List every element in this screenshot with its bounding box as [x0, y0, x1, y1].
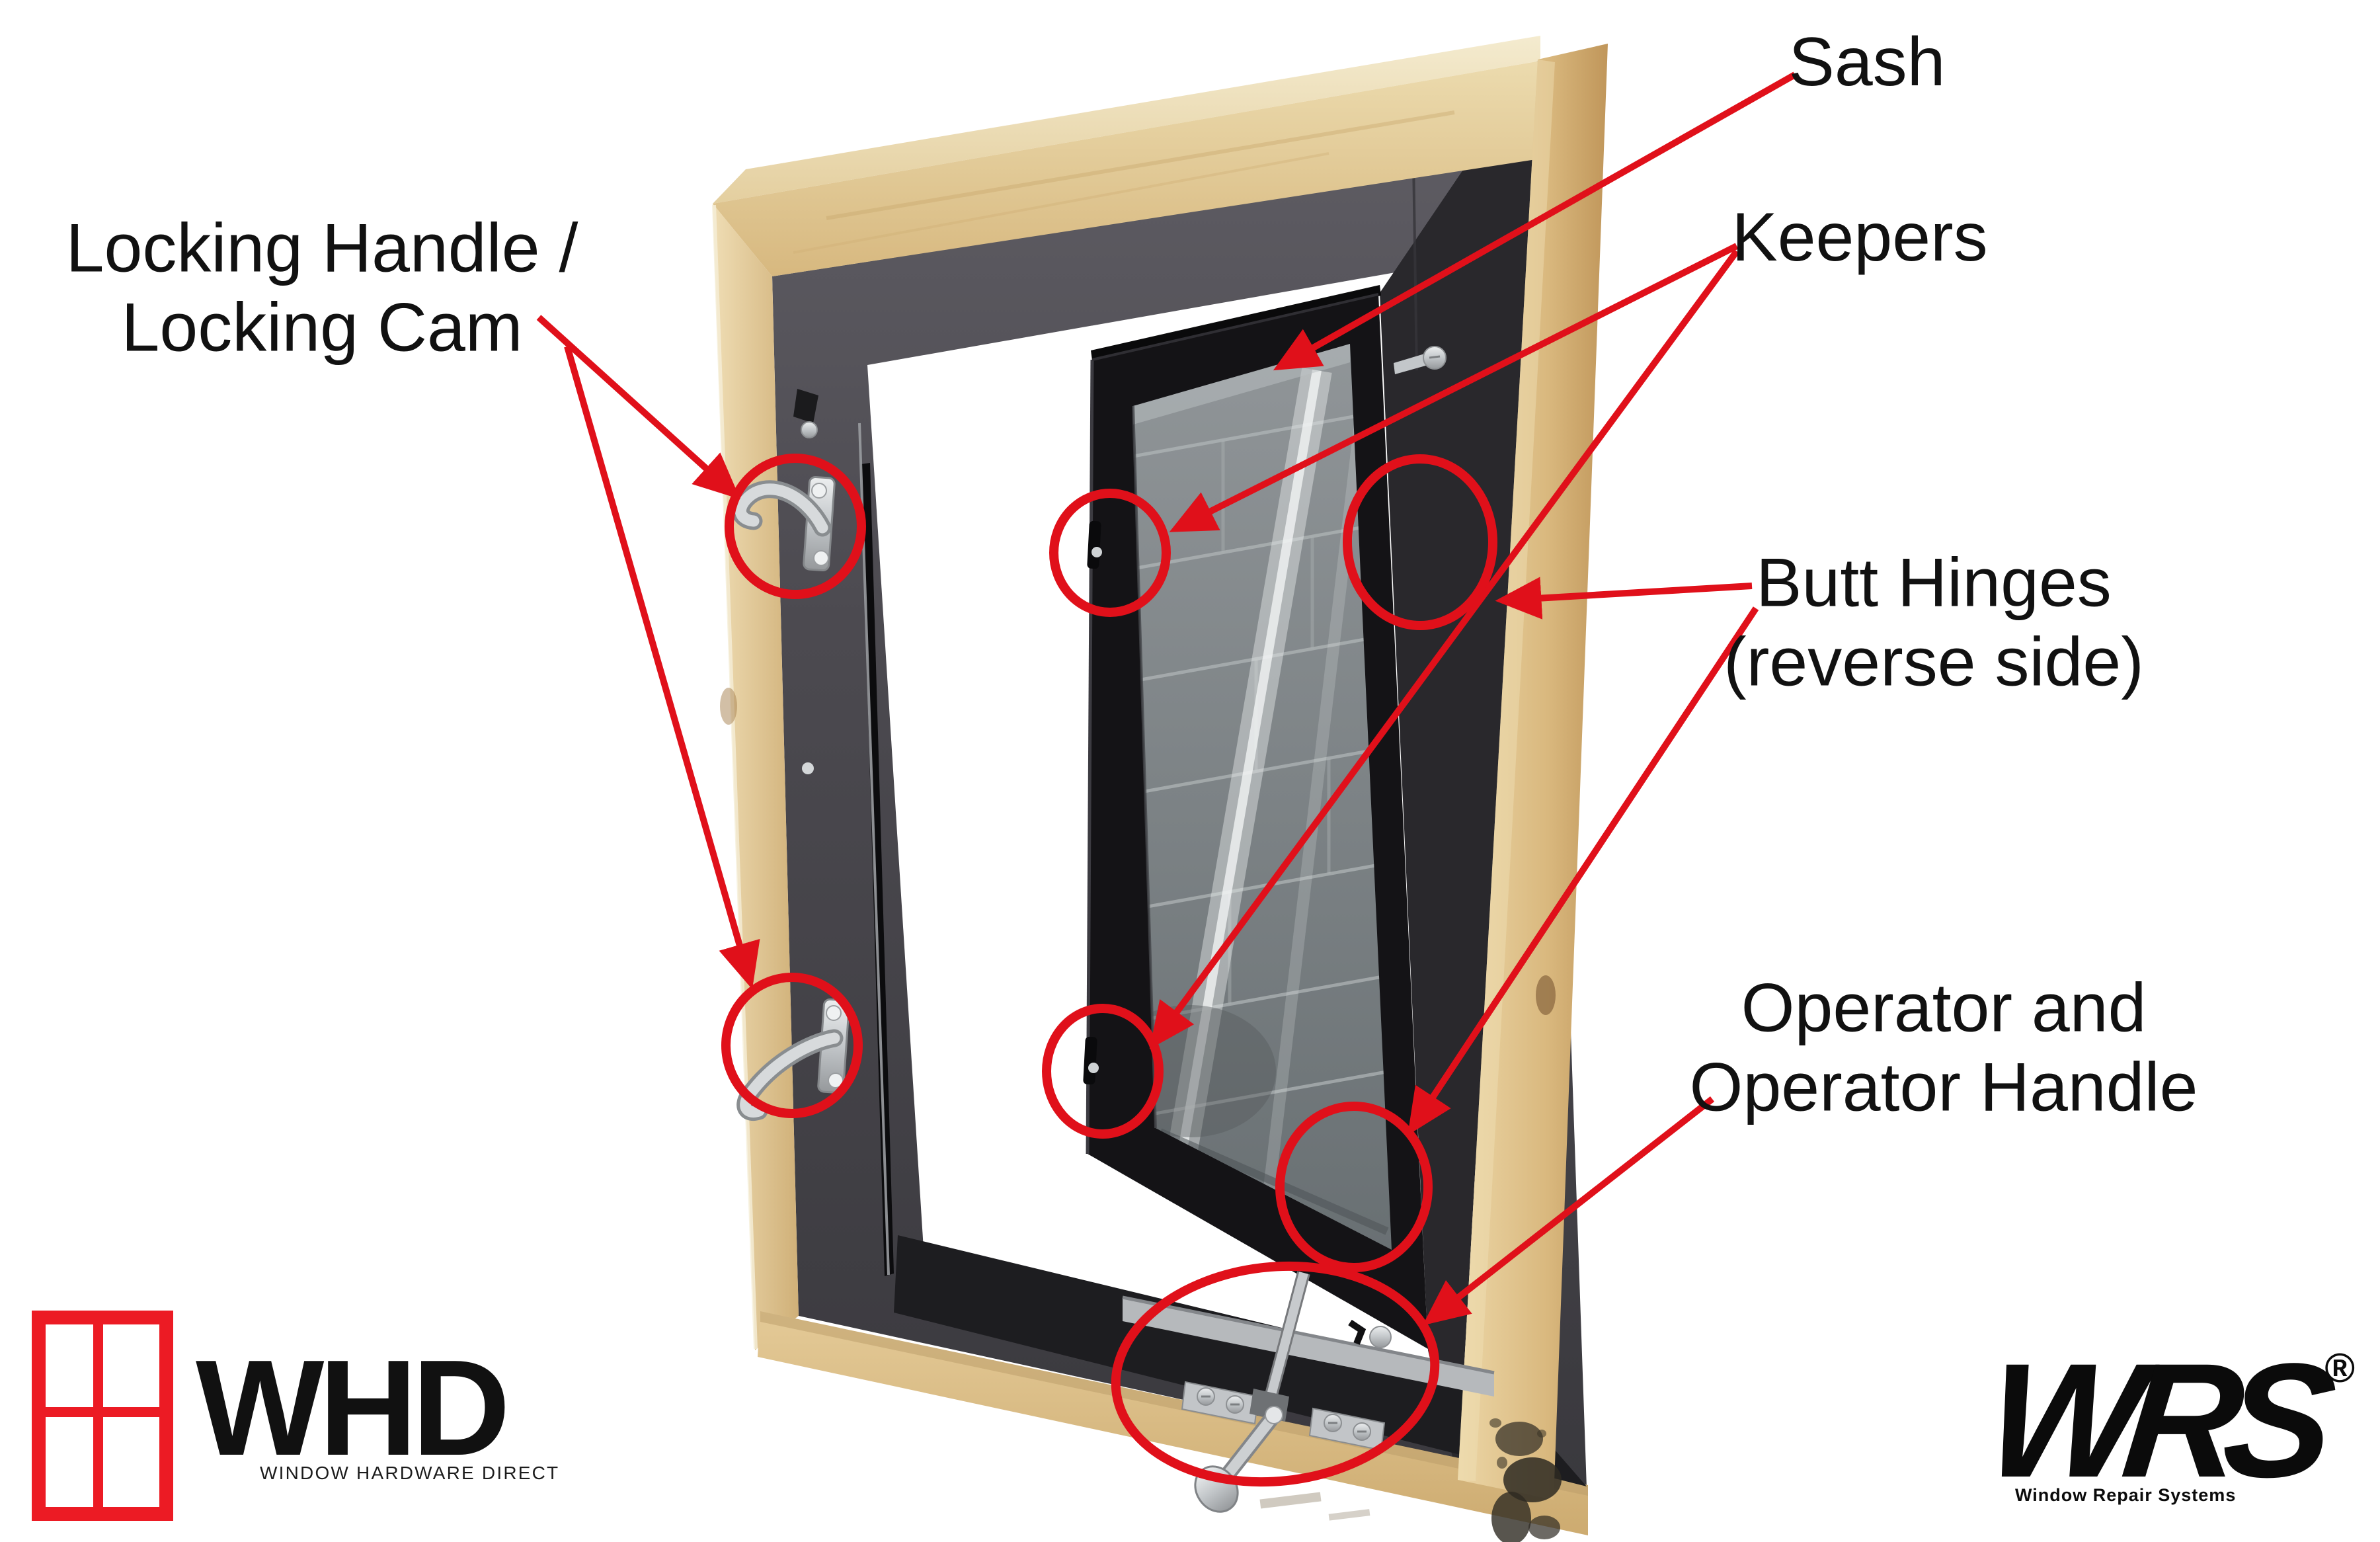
- wood-stain: [1491, 1492, 1531, 1542]
- operator-arm: [1263, 1272, 1308, 1408]
- locking-handle-bottom-circle: [721, 973, 863, 1118]
- locking-handle-top-screw-top: [811, 483, 827, 499]
- sill-stamp-mark: [1259, 1492, 1322, 1509]
- wood-stain: [1497, 1457, 1507, 1469]
- jamb-mid-screw: [802, 762, 814, 774]
- keepers-arrow-top: [1169, 243, 1739, 532]
- wrs-registered-mark: ®: [2324, 1346, 2355, 1391]
- butt-hinges-arrow-bottom: [1408, 606, 1759, 1135]
- label-locking-handle-line2: Locking Cam: [121, 289, 523, 366]
- hinge-pin-screw-slot: [1429, 355, 1441, 359]
- operator-ellipse: [1111, 1261, 1440, 1487]
- label-butt-hinges-line1: Butt Hinges: [1756, 544, 2112, 622]
- label-locking-handle: Locking Handle / Locking Cam: [66, 209, 578, 367]
- glass-brick-mortar-line: [1133, 407, 1392, 458]
- locking-arrow-top: [536, 315, 740, 500]
- wrs-logo-text: WRS: [1979, 1330, 2326, 1512]
- label-keepers-line: Keepers: [1731, 199, 1988, 276]
- wood-right-stile: [1458, 44, 1608, 1500]
- wood-stain: [1495, 1422, 1543, 1456]
- glass-pipe-reflection: [1158, 1128, 1389, 1235]
- sash-arrow: [1273, 71, 1797, 371]
- wood-knot: [720, 688, 737, 725]
- operator-track-bar: [1123, 1297, 1494, 1397]
- wood-top-rail: [713, 61, 1540, 276]
- locking-handle-bottom-screw-bottom: [828, 1073, 844, 1088]
- sill-stamp-mark: [1328, 1509, 1370, 1521]
- wood-right-stile-edge: [1458, 60, 1555, 1481]
- wood-stain: [1489, 1418, 1501, 1428]
- window-photo-group: [712, 36, 1608, 1542]
- locking-arrow-bottom: [564, 345, 760, 990]
- wood-sill: [758, 1311, 1588, 1535]
- keeper-top-screw: [1091, 547, 1102, 557]
- glass-brick-mortar-line: [1133, 745, 1392, 795]
- keeper-top-circle: [1049, 489, 1171, 617]
- keeper-bottom-screw: [1088, 1063, 1099, 1073]
- wrs-logo: WRS ® Window Repair Systems: [1979, 1330, 2359, 1512]
- locking-handle-top-lever: [734, 483, 828, 534]
- locking-handle-bottom-lever: [740, 1032, 840, 1117]
- butt-hinge-bottom-circle: [1275, 1102, 1433, 1272]
- keeper-bottom-circle: [1042, 1004, 1164, 1139]
- frame-corner-seam: [1412, 161, 1418, 371]
- locking-handle-top-circle: [725, 454, 866, 599]
- label-butt-hinges: Butt Hinges (reverse side): [1724, 544, 2144, 702]
- jamb-striker-screw: [801, 421, 818, 438]
- wood-grain-mark: [793, 152, 1329, 254]
- operator-arrow: [1422, 1096, 1715, 1326]
- wood-edge-highlight: [712, 204, 758, 1350]
- butt-hinges-arrow-top: [1495, 577, 1753, 620]
- jamb-edge-highlight: [858, 423, 890, 1276]
- locking-handle-top-screw-bottom: [813, 550, 829, 566]
- wood-stain: [1528, 1516, 1560, 1539]
- label-sash-line: Sash: [1788, 24, 1946, 101]
- wrs-logo-tagline: Window Repair Systems: [2015, 1485, 2237, 1505]
- keepers-arrow-bottom: [1149, 249, 1740, 1049]
- butt-hinge-top-circle: [1343, 454, 1497, 630]
- label-keepers: Keepers: [1731, 198, 1987, 278]
- wood-stain: [1503, 1457, 1562, 1502]
- sash-glass: [1133, 344, 1392, 1250]
- wood-top-surface: [713, 36, 1540, 204]
- glass-brick-mortar-line: [1133, 860, 1392, 911]
- sash-top-edge-highlight: [1091, 293, 1379, 361]
- glass-streak-core: [1164, 369, 1322, 1231]
- glass-brick-mortar-line: [1133, 1069, 1392, 1119]
- label-operator-line2: Operator Handle: [1689, 1049, 2198, 1125]
- jamb-striker-clip: [793, 389, 818, 423]
- hinge-clip: [1348, 1319, 1367, 1345]
- annotations-group: [536, 71, 1797, 1487]
- keeper-bottom: [1083, 1036, 1097, 1085]
- label-operator: Operator and Operator Handle: [1690, 969, 2198, 1127]
- label-operator-line1: Operator and: [1741, 969, 2147, 1047]
- hinge-screw-bottom: [1369, 1326, 1392, 1348]
- label-locking-handle-line1: Locking Handle /: [65, 210, 578, 287]
- wood-knot: [1536, 975, 1556, 1015]
- wood-stain: [1537, 1430, 1546, 1438]
- keeper-top: [1087, 520, 1101, 569]
- label-sash: Sash: [1788, 23, 1945, 102]
- label-butt-hinges-line2: (reverse side): [1724, 624, 2144, 700]
- wood-grain-mark: [826, 110, 1455, 220]
- locking-handle-bottom-screw-top: [826, 1005, 842, 1021]
- operator-hub-cap: [1265, 1406, 1283, 1424]
- hinge-keeper-pin: [1394, 353, 1428, 374]
